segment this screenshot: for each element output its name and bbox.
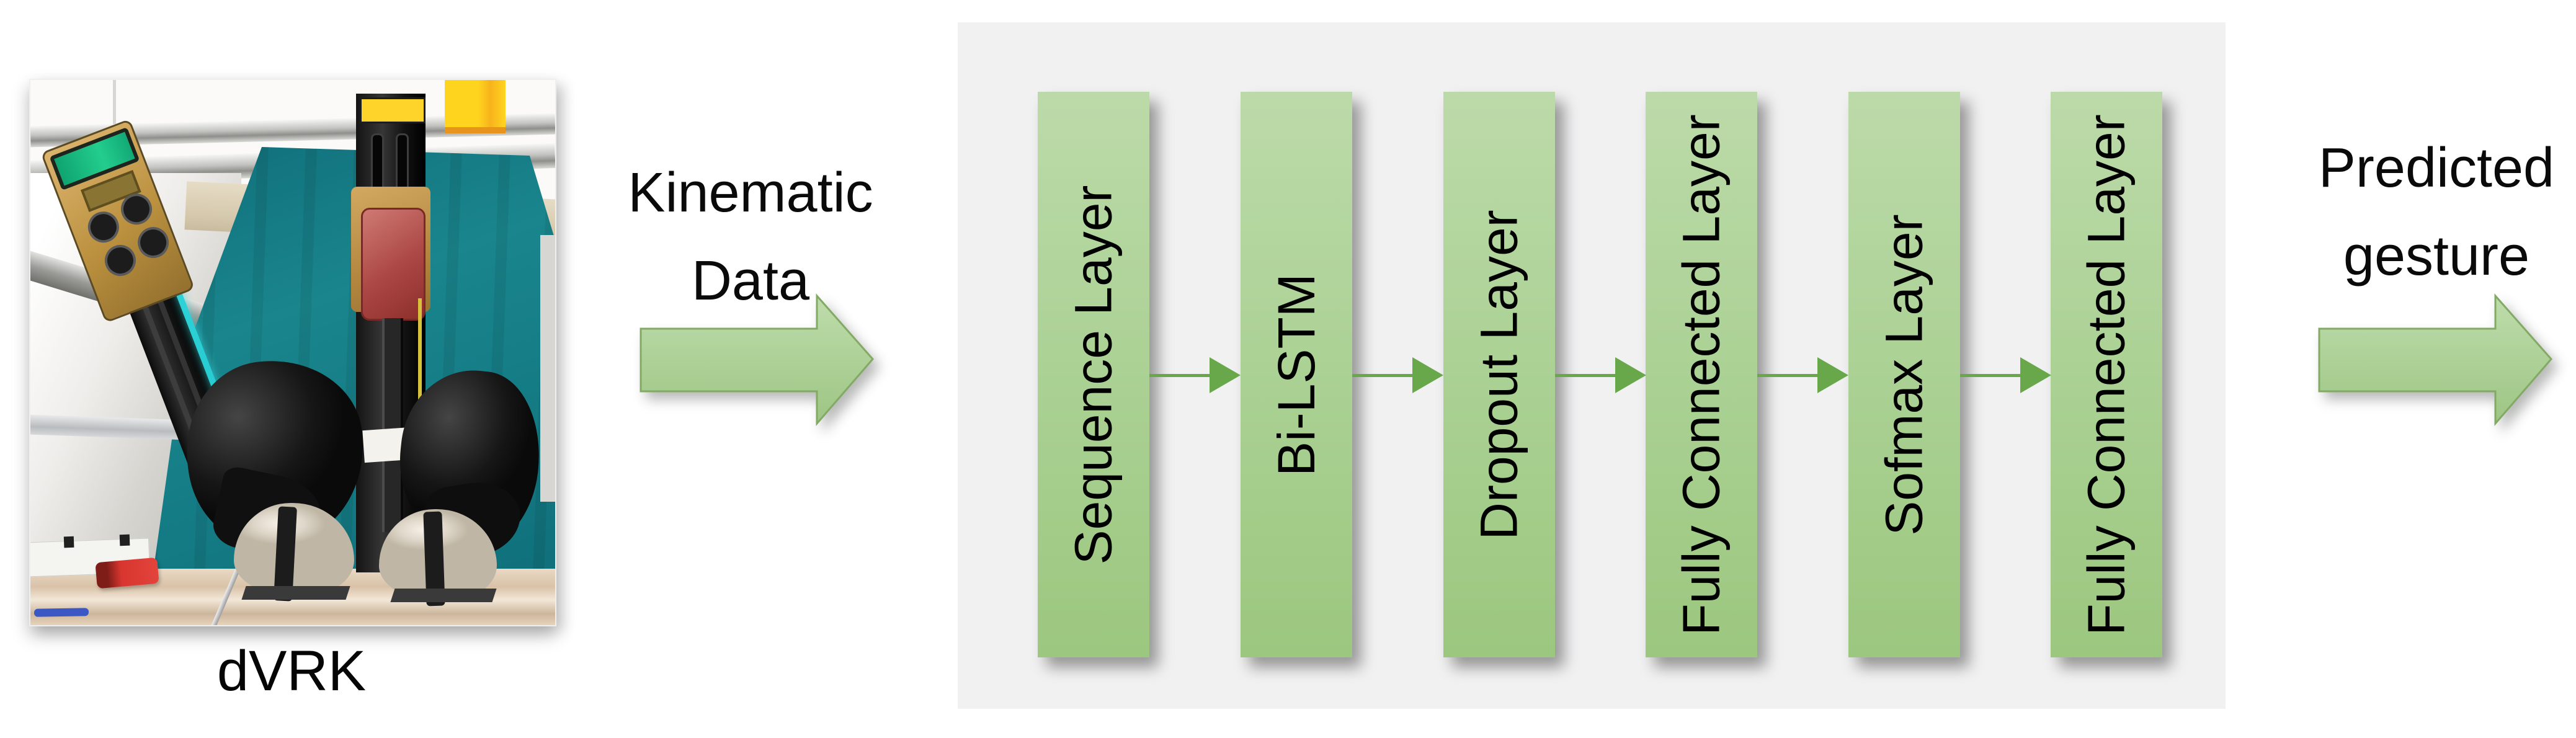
- dvrk-photo: [29, 79, 556, 626]
- maroon-panel: [361, 208, 426, 321]
- clip: [63, 536, 74, 548]
- layer-box-fully-connected-2: Fully Connected Layer: [2051, 92, 2162, 657]
- connector-arrow-icon: [1352, 357, 1443, 393]
- layer-label: Fully Connected Layer: [2077, 113, 2136, 636]
- red-tool: [95, 557, 159, 589]
- base-foot: [241, 586, 350, 600]
- connector-arrow-icon: [1149, 357, 1241, 393]
- layer-label: Fully Connected Layer: [1672, 113, 1731, 636]
- round-button: [100, 240, 141, 281]
- photo-detail: [540, 235, 555, 502]
- layer-label: Dropout Layer: [1469, 209, 1528, 540]
- model-panel: Sequence Layer Bi-LSTM Dropout Layer Ful…: [958, 22, 2226, 709]
- predicted-gesture-label: Predicted gesture: [2275, 124, 2576, 300]
- clip: [119, 534, 130, 546]
- photo-detail: [113, 80, 116, 161]
- layer-box-bilstm: Bi-LSTM: [1241, 92, 1352, 657]
- connector-arrow-icon: [1960, 357, 2051, 393]
- round-button: [83, 207, 124, 247]
- predicted-gesture-line1: Predicted: [2318, 137, 2555, 199]
- kinematic-data-label: Kinematic Data: [589, 149, 912, 325]
- layer-box-fully-connected-1: Fully Connected Layer: [1646, 92, 1757, 657]
- dvrk-caption: dVRK: [216, 639, 367, 703]
- kinematic-data-line1: Kinematic: [628, 162, 873, 224]
- input-flow-arrow-icon: [640, 293, 874, 427]
- layer-label: Sofmax Layer: [1874, 213, 1933, 536]
- layer-label: Sequence Layer: [1064, 185, 1123, 564]
- connector-arrow-icon: [1757, 357, 1848, 393]
- layer-label: Bi-LSTM: [1267, 273, 1326, 476]
- instrument-rod: [382, 318, 403, 532]
- connector-arrow-icon: [1555, 357, 1646, 393]
- output-flow-arrow-icon: [2318, 293, 2552, 427]
- layer-box-softmax: Sofmax Layer: [1848, 92, 1960, 657]
- layer-box-dropout: Dropout Layer: [1443, 92, 1555, 657]
- robot-arm-right: [351, 94, 477, 596]
- blue-marker: [33, 608, 89, 617]
- kinematic-data-line2: Data: [691, 250, 810, 312]
- yellow-fixture: [445, 80, 506, 133]
- round-button: [133, 222, 174, 263]
- yellow-strip: [360, 97, 426, 123]
- layer-box-sequence: Sequence Layer: [1038, 92, 1149, 657]
- base-foot: [390, 589, 497, 602]
- predicted-gesture-line2: gesture: [2343, 225, 2530, 287]
